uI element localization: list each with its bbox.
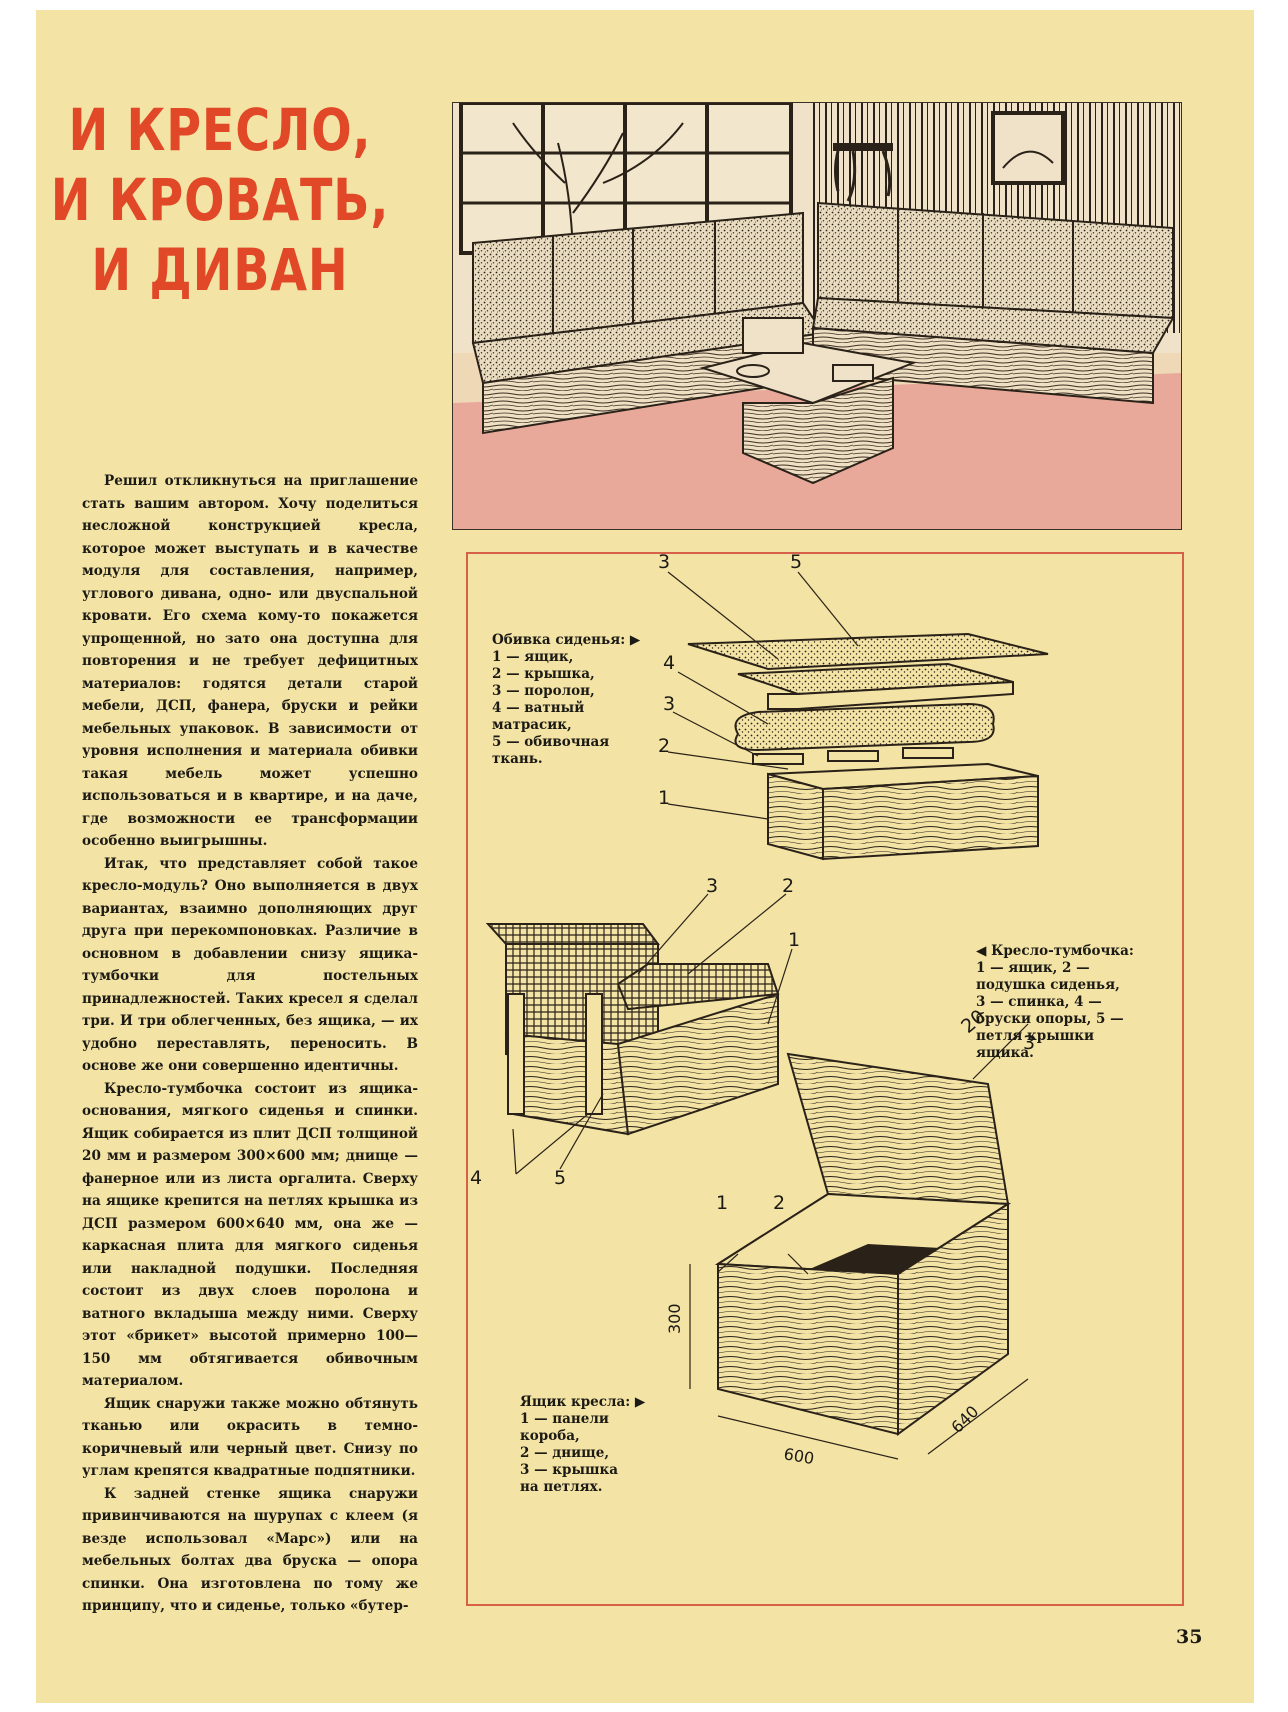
callout-top-3a: 3 — [658, 554, 670, 573]
legend-armchair-heading: ◀ Кресло-тумбочка: — [976, 943, 1134, 959]
title-line-1: И КРЕСЛО, — [68, 96, 372, 164]
legend-item: 5 — обивочная — [492, 734, 610, 750]
legend-box-heading: Ящик кресла: ▶ — [520, 1394, 646, 1410]
legend-item: 3 — спинка, 4 — — [976, 994, 1102, 1010]
callout-bottom-1: 1 — [716, 1192, 728, 1214]
callout-top-5: 5 — [790, 554, 802, 573]
title-line-2: И КРОВАТЬ, — [50, 166, 390, 234]
legend-item: 2 — крышка, — [492, 666, 595, 682]
legend-item: 1 — ящик, 2 — — [976, 960, 1090, 976]
callout-top-2: 2 — [658, 735, 670, 757]
legend-item: матрасик, — [492, 717, 572, 733]
paragraph-4: Ящик снаружи также можно обтянуть тканью… — [82, 1395, 418, 1480]
diagram-frame: 3 5 4 3 2 1 3 2 1 4 5 20 3 1 2 300 600 6… — [466, 551, 1184, 1606]
page-number: 35 — [1176, 1626, 1203, 1648]
legend-item: подушка сиденья, — [976, 977, 1120, 993]
legend-box: Ящик кресла: ▶ 1 — панели короба, 2 — дн… — [520, 1394, 645, 1496]
legend-item: бруски опоры, 5 — — [976, 1011, 1124, 1027]
legend-upholstery: Обивка сиденья: ▶ 1 — ящик, 2 — крышка, … — [492, 632, 640, 768]
callout-top-3b: 3 — [663, 693, 675, 715]
callout-bottom-3: 3 — [1023, 1032, 1035, 1054]
paragraph-3: Кресло-тумбочка состоит из ящика-основан… — [82, 1080, 418, 1390]
construction-diagrams: 3 5 4 3 2 1 3 2 1 4 5 20 3 1 2 300 600 6… — [470, 551, 1049, 1468]
paragraph-5: К задней стенке ящика снаружи привинчива… — [82, 1485, 418, 1615]
legend-upholstery-heading: Обивка сиденья: ▶ — [492, 632, 641, 648]
callout-mid-5: 5 — [554, 1167, 566, 1189]
legend-item: 3 — крышка — [520, 1462, 619, 1478]
legend-item: ткань. — [492, 751, 543, 767]
legend-item: на петлях. — [520, 1479, 603, 1495]
legend-item: короба, — [520, 1428, 580, 1444]
callout-bottom-2: 2 — [773, 1192, 785, 1214]
title-line-3: И ДИВАН — [91, 236, 349, 304]
callout-top-4: 4 — [663, 652, 675, 674]
legend-item: 1 — панели — [520, 1411, 609, 1427]
legend-item: ящика. — [976, 1045, 1034, 1061]
legend-armchair: ◀ Кресло-тумбочка: 1 — ящик, 2 — подушка… — [976, 943, 1166, 1062]
callout-mid-3: 3 — [706, 875, 718, 897]
paragraph-2: Итак, что представляет собой такое кресл… — [82, 855, 418, 1075]
article-title: И КРЕСЛО, И КРОВАТЬ, И ДИВАН — [40, 95, 401, 305]
dimension-height: 300 — [665, 1303, 684, 1334]
callout-mid-2: 2 — [782, 875, 794, 897]
legend-item: петля крышки — [976, 1028, 1095, 1044]
legend-item: 2 — днище, — [520, 1445, 610, 1461]
paragraph-1: Решил откликнуться на приглашение стать … — [82, 473, 418, 849]
legend-item: 3 — поролон, — [492, 683, 595, 699]
legend-item: 4 — ватный — [492, 700, 585, 716]
article-body: Решил откликнуться на приглашение стать … — [82, 470, 418, 1618]
sofa-scene-drawing — [453, 103, 1181, 529]
callout-mid-4: 4 — [470, 1167, 482, 1189]
living-room-illustration — [452, 102, 1182, 530]
dimension-width: 600 — [782, 1444, 815, 1468]
legend-item: 1 — ящик, — [492, 649, 574, 665]
callout-mid-1: 1 — [788, 929, 800, 951]
dimension-depth: 640 — [947, 1402, 982, 1437]
callout-top-1: 1 — [658, 787, 670, 809]
